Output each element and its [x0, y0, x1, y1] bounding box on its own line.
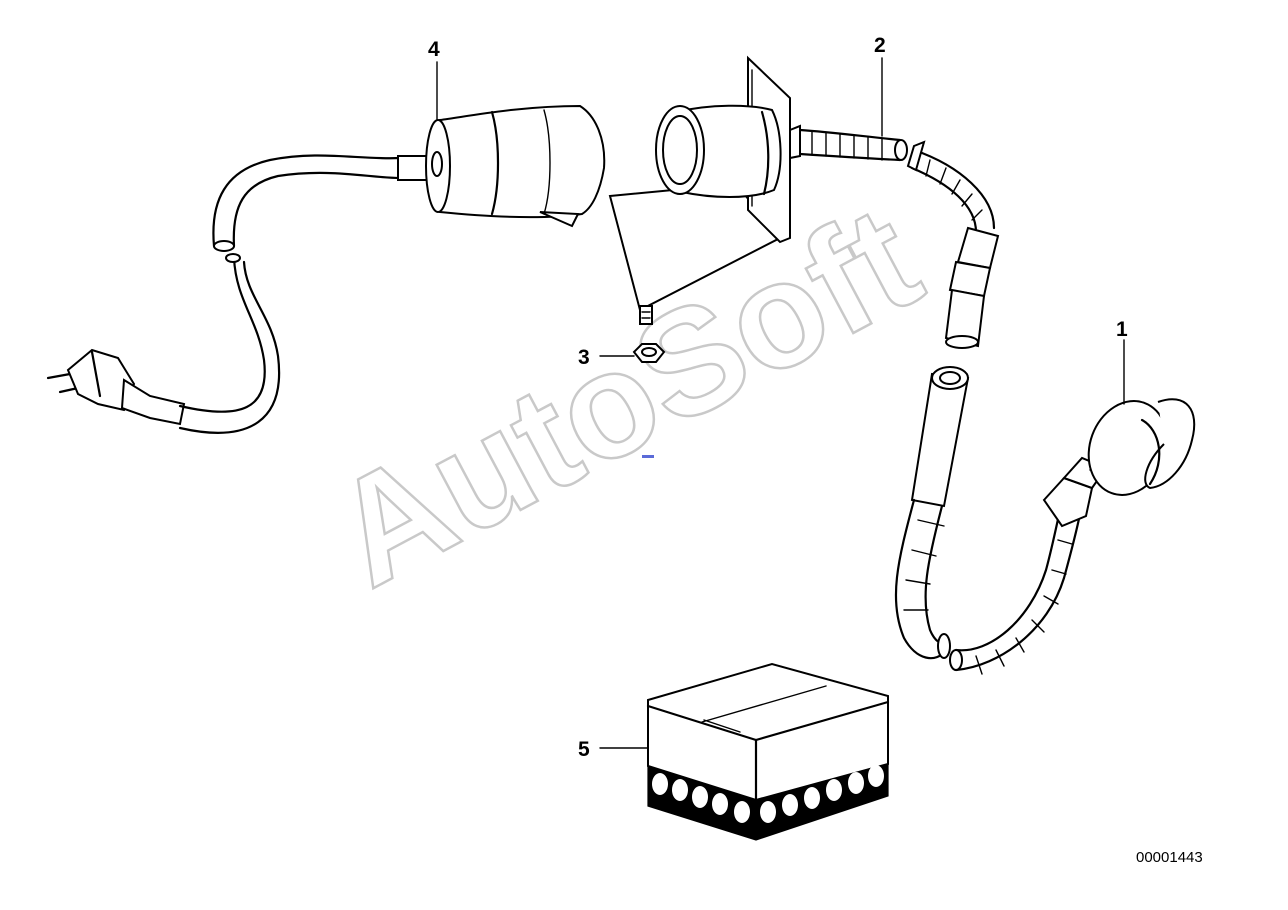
connector-plug-icon — [944, 226, 1000, 349]
socket-cup-icon — [655, 104, 782, 198]
stud-icon — [639, 305, 653, 325]
ring-terminal-icon — [1042, 398, 1196, 528]
callout-4: 4 — [428, 38, 440, 61]
callout-leaders — [436, 57, 1125, 749]
part-4-mains-cable — [46, 104, 606, 434]
part-2-socket-bracket — [608, 55, 908, 325]
connector-boot-icon — [910, 366, 970, 508]
callout-5: 5 — [578, 738, 590, 761]
part-1-cable-assembly — [894, 140, 1196, 675]
accent-mark — [642, 455, 654, 458]
part-3-nut — [632, 343, 666, 363]
callout-1: 1 — [1116, 318, 1128, 341]
mains-plug-icon — [46, 348, 186, 426]
callout-3: 3 — [578, 346, 590, 369]
box-base-holes — [652, 765, 884, 823]
document-number: 00001443 — [1136, 849, 1203, 866]
part-5-box — [646, 662, 890, 841]
callout-2: 2 — [874, 34, 886, 57]
socket-housing-icon — [397, 104, 606, 228]
